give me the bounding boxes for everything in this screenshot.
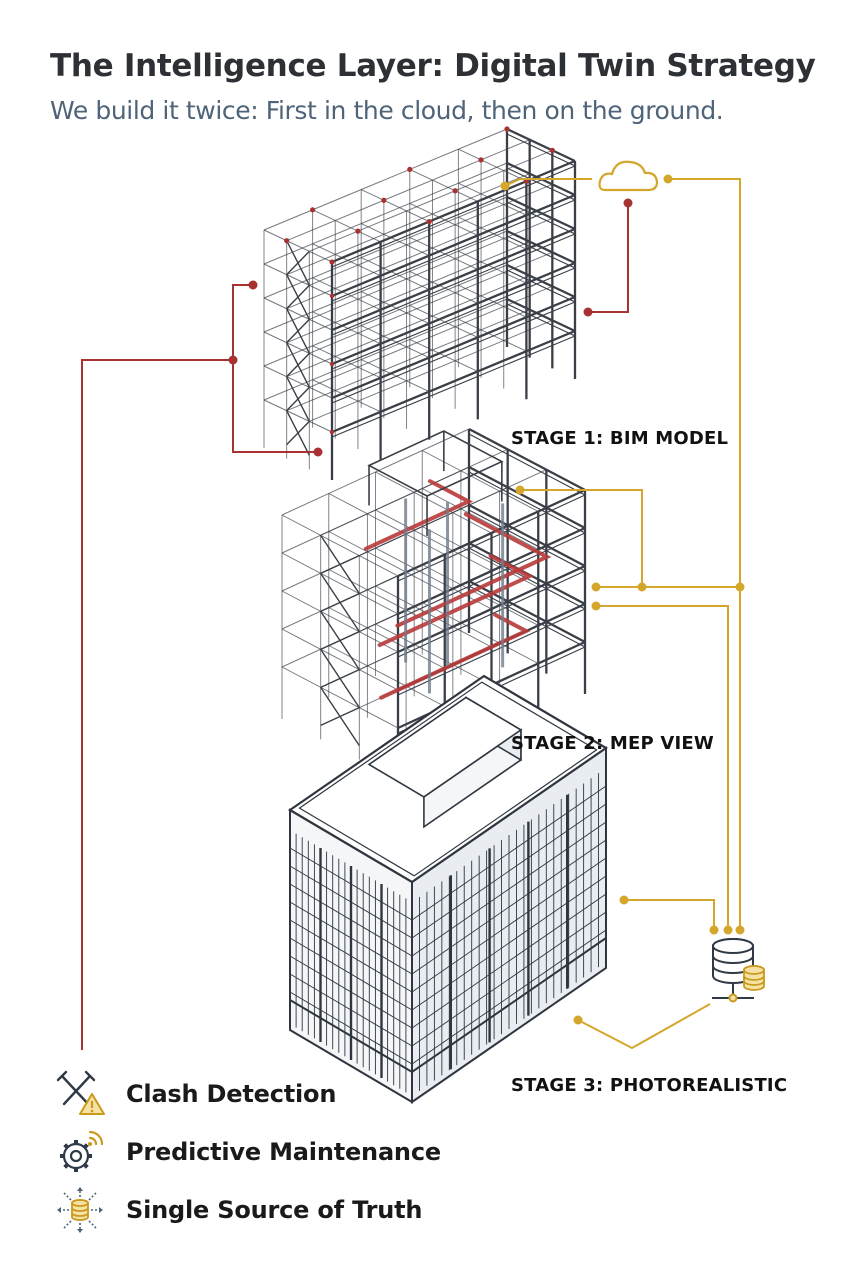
feature-label: Clash Detection bbox=[126, 1080, 337, 1108]
gear-signal-icon bbox=[60, 1130, 104, 1172]
stage-1-label: STAGE 1: BIM MODEL bbox=[511, 428, 729, 449]
mep-view-building bbox=[281, 427, 587, 780]
page-subtitle: We build it twice: First in the cloud, t… bbox=[50, 96, 724, 125]
red-connector-dots bbox=[228, 198, 633, 457]
feature-label: Single Source of Truth bbox=[126, 1196, 423, 1224]
stage-3-label: STAGE 3: PHOTOREALISTIC bbox=[511, 1075, 788, 1096]
red-connector-lines bbox=[81, 203, 629, 1050]
feature-predictive-maintenance: Predictive Maintenance bbox=[52, 1128, 441, 1176]
database-server-icon bbox=[712, 938, 765, 1003]
page-title: The Intelligence Layer: Digital Twin Str… bbox=[50, 48, 816, 84]
feature-single-source-of-truth: Single Source of Truth bbox=[52, 1186, 422, 1234]
feature-label: Predictive Maintenance bbox=[126, 1138, 441, 1166]
clash-detection-icon bbox=[56, 1070, 105, 1115]
cloud-icon bbox=[598, 160, 659, 192]
stage-2-label: STAGE 2: MEP VIEW bbox=[511, 733, 714, 754]
gold-connector-dots bbox=[500, 174, 745, 1025]
gold-connector-lines bbox=[504, 178, 741, 1050]
feature-clash-detection: Clash Detection bbox=[52, 1070, 336, 1118]
photorealistic-building bbox=[287, 674, 609, 1104]
database-arrows-icon bbox=[57, 1187, 103, 1233]
